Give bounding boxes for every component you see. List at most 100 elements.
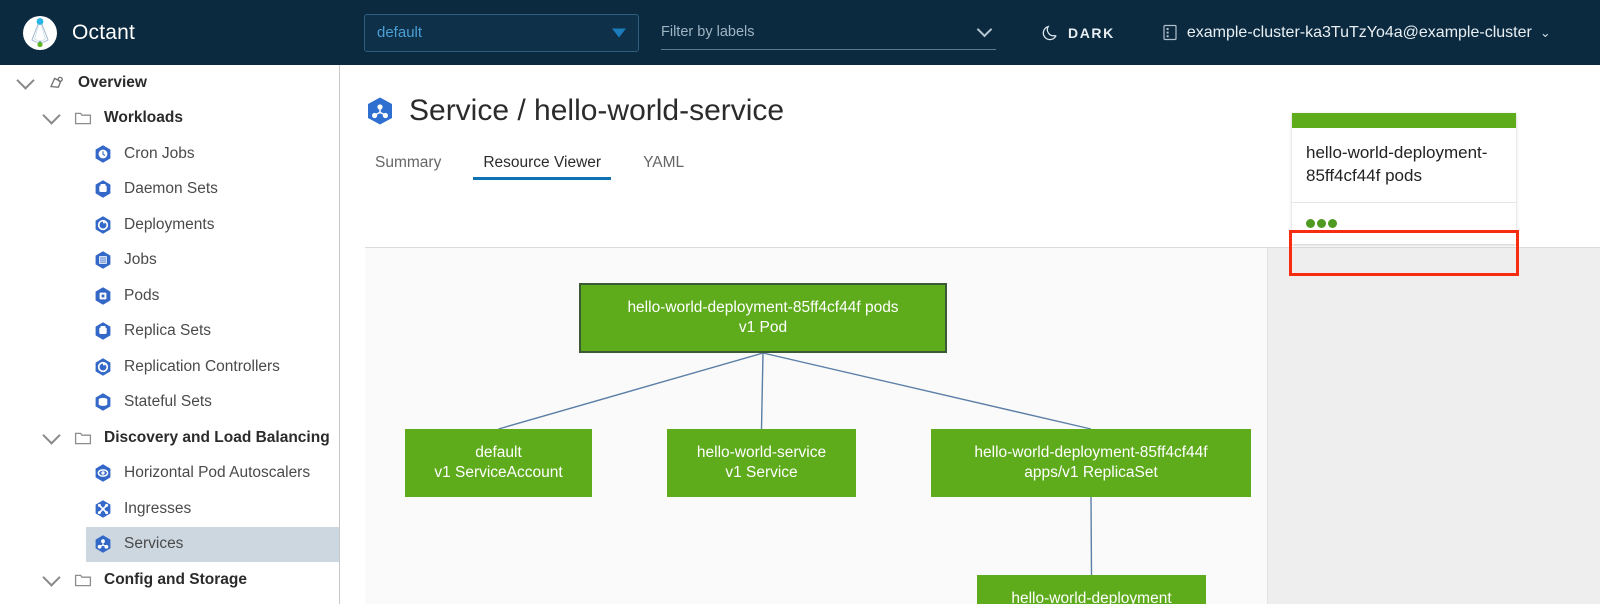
tab-label: Resource Viewer: [483, 154, 602, 171]
sidebar-item-replication-controllers[interactable]: Replication Controllers: [0, 349, 339, 385]
graph-node-deployment[interactable]: hello-world-deploymentapps/v1 Deployment: [977, 575, 1206, 604]
sidebar-item-label: Pods: [124, 286, 160, 304]
graph-node-kind: v1 Pod: [738, 319, 788, 336]
cluster-icon: [1163, 24, 1178, 41]
sidebar-item-workloads[interactable]: Workloads: [0, 101, 339, 137]
pod-status-dot[interactable]: [1328, 218, 1337, 228]
sidebar-item-label: Workloads: [104, 109, 183, 127]
tab-label: YAML: [643, 154, 685, 171]
sidebar-item-stateful-sets[interactable]: Stateful Sets: [0, 385, 339, 421]
detail-card[interactable]: hello-world-deployment-85ff4cf44f pods: [1292, 113, 1516, 244]
sidebar-item-label: Replica Sets: [124, 322, 212, 340]
graph-node-name: hello-world-deployment-85ff4cf44f pods: [627, 299, 899, 317]
graph-node-name: default: [475, 444, 522, 462]
sidebar-item-ingresses[interactable]: Ingresses: [0, 491, 339, 527]
daemonset-icon: [86, 179, 120, 199]
graph-node-kind: v1 Service: [725, 464, 798, 481]
graph-edge: [760, 352, 764, 430]
page-title: Service / hello-world-service: [341, 65, 1600, 128]
chevron-down-icon: ⌄: [1539, 25, 1551, 40]
expand-toggle[interactable]: [10, 71, 40, 90]
graph-edge: [762, 352, 1092, 430]
graph-node-name: hello-world-deployment-85ff4cf44f: [974, 444, 1208, 462]
theme-toggle[interactable]: DARK: [1042, 24, 1115, 41]
sidebar-item-cron-jobs[interactable]: Cron Jobs: [0, 136, 339, 172]
chevron-down-icon: [15, 71, 35, 90]
detail-card-title: hello-world-deployment-85ff4cf44f pods: [1306, 143, 1488, 186]
graph-node-sa[interactable]: default v1 ServiceAccount: [405, 429, 592, 497]
sidebar-item-pods[interactable]: Pods: [0, 278, 339, 314]
sidebar-item-services[interactable]: Services: [0, 526, 339, 562]
expand-toggle[interactable]: [36, 106, 66, 125]
sidebar-item-deployments[interactable]: Deployments: [0, 207, 339, 243]
sidebar-item-replica-sets[interactable]: Replica Sets: [0, 314, 339, 350]
pod-status-dot[interactable]: [1317, 218, 1326, 228]
folder-icon: [66, 428, 100, 448]
graph-node-kind: apps/v1 ReplicaSet: [1024, 464, 1158, 481]
chevron-down-icon: [612, 28, 626, 37]
sidebar-item-daemon-sets[interactable]: Daemon Sets: [0, 172, 339, 208]
label-filter-input[interactable]: Filter by labels: [661, 16, 996, 50]
graph-node-pod[interactable]: hello-world-deployment-85ff4cf44f pods v1…: [579, 283, 947, 353]
namespace-value: default: [377, 24, 423, 41]
chevron-down-icon: [41, 106, 61, 125]
chevron-down-icon: [41, 568, 61, 587]
graph-node-service[interactable]: hello-world-service v1 Service: [667, 429, 856, 497]
ingress-icon: [86, 499, 120, 519]
detail-panel-background: [1267, 248, 1600, 604]
kubernetes-service-icon: [365, 96, 395, 126]
chevron-down-icon: [41, 426, 61, 445]
tab-bar: Summary Resource Viewer YAML: [365, 146, 1600, 180]
brand-name: Octant: [72, 20, 136, 44]
deployment-icon: [86, 215, 120, 235]
octant-logo-icon: [22, 15, 58, 51]
replicaset-icon: [86, 321, 120, 341]
sidebar-item-label: Services: [124, 535, 184, 553]
graph-node-replicaset[interactable]: hello-world-deployment-85ff4cf44f apps/v1…: [931, 429, 1251, 497]
app-header: Octant default Filter by labels DARK: [0, 0, 1600, 65]
moon-icon: [1042, 24, 1059, 41]
sidebar-item-label: Discovery and Load Balancing: [104, 428, 330, 446]
sidebar-item-horizontal-pod-autoscalers[interactable]: Horizontal Pod Autoscalers: [0, 456, 339, 492]
overview-icon: [40, 73, 74, 93]
sidebar-item-jobs[interactable]: Jobs: [0, 243, 339, 279]
tab-summary[interactable]: Summary: [365, 154, 451, 180]
namespace-selector[interactable]: default: [364, 13, 639, 52]
sidebar-item-label: Daemon Sets: [124, 180, 218, 198]
resource-viewer-canvas[interactable]: hello-world-deployment-85ff4cf44f pods v1…: [365, 248, 1600, 604]
tab-yaml[interactable]: YAML: [633, 154, 694, 180]
sidebar-item-overview[interactable]: Overview: [0, 65, 339, 101]
sidebar-item-config-and-storage[interactable]: Config and Storage: [0, 562, 339, 598]
chevron-down-icon[interactable]: [976, 21, 993, 37]
sidebar-item-label: Replication Controllers: [124, 357, 280, 375]
expand-toggle[interactable]: [36, 426, 66, 445]
graph-node-name: hello-world-service: [696, 444, 827, 462]
tab-divider: [365, 247, 1600, 248]
pod-icon: [86, 286, 120, 306]
sidebar-item-label: Config and Storage: [104, 570, 247, 588]
graph-node-name: hello-world-deployment: [1011, 590, 1172, 604]
graph-edge: [498, 352, 764, 430]
pod-status-dot[interactable]: [1306, 218, 1315, 228]
cluster-label: example-cluster-ka3TuTzYo4a@example-clus…: [1186, 23, 1532, 41]
sidebar-item-label: Jobs: [124, 251, 157, 269]
brand[interactable]: Octant: [0, 0, 340, 65]
service-icon: [86, 534, 120, 554]
label-filter-placeholder: Filter by labels: [661, 24, 755, 40]
hpa-icon: [86, 463, 120, 483]
tab-resource-viewer[interactable]: Resource Viewer: [473, 154, 611, 180]
detail-card-status-bar: [1292, 113, 1516, 128]
status-dots-row[interactable]: [1292, 201, 1516, 244]
theme-toggle-label: DARK: [1068, 24, 1115, 41]
cluster-selector[interactable]: example-cluster-ka3TuTzYo4a@example-clus…: [1163, 24, 1551, 42]
sidebar-item-label: Cron Jobs: [124, 144, 195, 162]
job-icon: [86, 250, 120, 270]
sidebar-item-discovery-and-load-balancing[interactable]: Discovery and Load Balancing: [0, 420, 339, 456]
statefulset-icon: [86, 392, 120, 412]
page-title-text: Service / hello-world-service: [409, 94, 785, 127]
sidebar-item-label: Overview: [78, 73, 147, 91]
graph-node-kind: v1 ServiceAccount: [434, 464, 563, 481]
expand-toggle[interactable]: [36, 568, 66, 587]
graph-edge: [1090, 496, 1093, 576]
